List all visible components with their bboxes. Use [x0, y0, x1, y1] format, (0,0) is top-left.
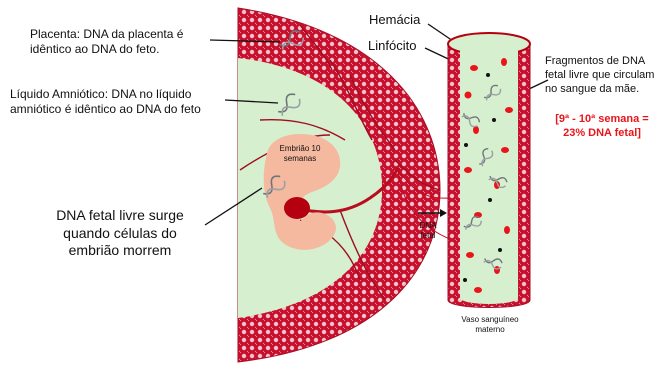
- hemacia-label: Hemácia: [369, 12, 420, 28]
- embryo-label: Embrião 10 semanas: [268, 144, 332, 164]
- amniotic-label: Líquido Amniótico: DNA no líquido amniót…: [10, 87, 201, 117]
- fragments-label: Fragmentos de DNA fetal livre que circul…: [545, 55, 659, 96]
- dna-fetal-label: DNA fetal: [410, 221, 446, 241]
- placenta-label: Placenta: DNA da placenta é idêntico ao …: [30, 27, 183, 57]
- percentage-label: [9ª - 10ª semana = 23% DNA fetal]: [545, 113, 659, 141]
- linfocito-label: Linfócito: [368, 38, 416, 54]
- vessel-label: Vaso sanguíneo materno: [450, 315, 530, 335]
- embryo-death-label: DNA fetal livre surge quando células do …: [30, 207, 210, 260]
